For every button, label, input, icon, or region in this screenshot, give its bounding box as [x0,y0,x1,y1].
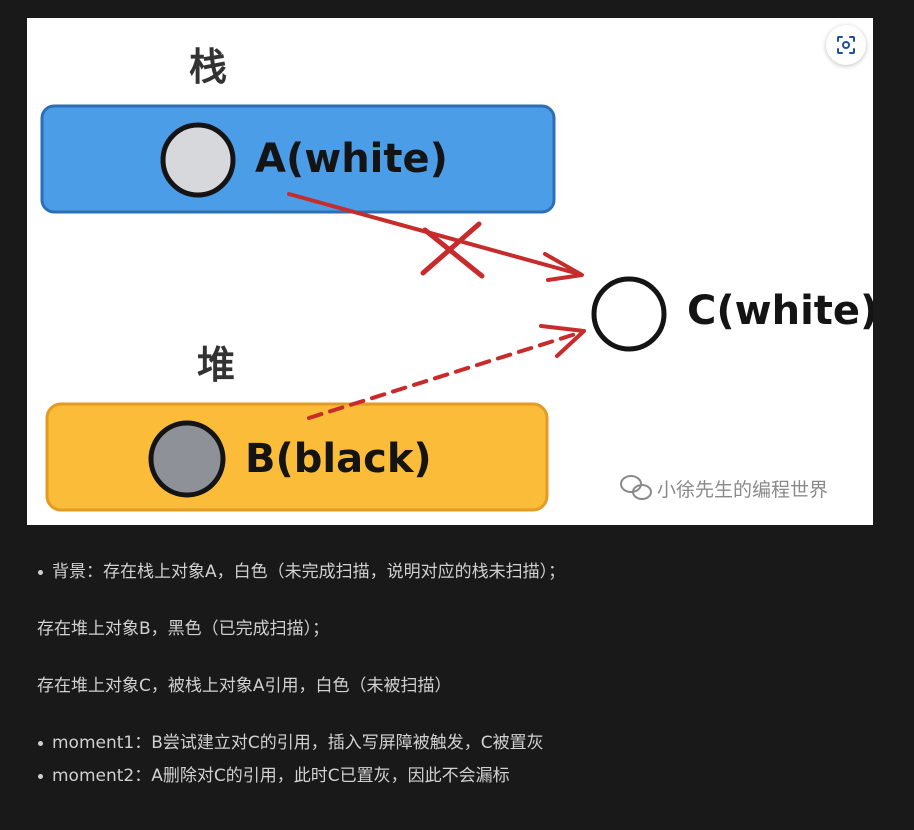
heap-label: 堆 [197,343,235,387]
image-scan-button[interactable] [826,25,866,65]
paragraph: 存在堆上对象B，黑色（已完成扫描）； [37,619,330,639]
moment2-text: moment2：A删除对C的引用，此时C已置灰，因此不会漏标 [52,766,510,786]
object-c-ball [591,276,667,352]
wechat-icon [620,475,652,500]
bullet-dot [38,569,43,575]
object-b-ball [148,420,226,498]
bullet-dot [38,773,43,779]
object-a-ball [160,122,236,198]
bullet-dot [38,740,43,746]
stack-box [40,104,556,214]
list-item: moment2：A删除对C的引用，此时C已置灰，因此不会漏标 [37,760,510,792]
illustration: 栈 A(white) C(white) 堆 B(black) 小徐先生的编程世界 [27,18,873,525]
reference-arrow-b-c [307,330,584,420]
list-item: 背景：存在栈上对象A，白色（未完成扫描，说明对应的栈未扫描）； [37,556,565,588]
list-item: moment1：B尝试建立对C的引用，插入写屏障被触发，C被置灰 [37,727,544,759]
object-c-label: C(white) [687,288,873,334]
object-a-label: A(white) [255,136,448,182]
object-b-label: B(black) [245,436,432,482]
paragraph: 存在堆上对象C，被栈上对象A引用，白色（未被扫描） [37,676,452,696]
scan-icon [837,36,855,54]
arrow-head-a-c [543,252,584,282]
deleted-reference-cross-icon [420,221,485,279]
moment1-text: moment1：B尝试建立对C的引用，插入写屏障被触发，C被置灰 [52,733,544,753]
watermark-text: 小徐先生的编程世界 [657,479,828,501]
stack-label: 栈 [189,45,227,89]
background-text: 背景：存在栈上对象A，白色（未完成扫描，说明对应的栈未扫描）； [52,562,566,582]
arrow-head-b-c [539,324,586,358]
diagram-canvas: 栈 A(white) C(white) 堆 B(black) 小徐先生的编程世界 [40,45,873,512]
reference-arrow-a-c [287,192,581,276]
